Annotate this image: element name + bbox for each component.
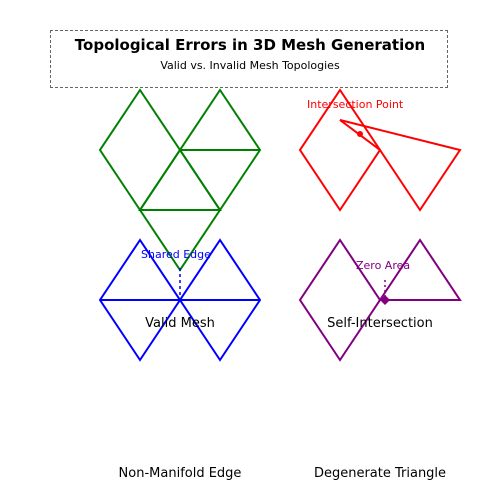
valid-mesh-figure — [98, 88, 262, 272]
non-manifold-right-diamond — [178, 238, 262, 362]
valid-mesh-left-diamond — [98, 88, 182, 212]
caption-degenerate-triangle: Degenerate Triangle — [313, 466, 447, 481]
self-intersection-figure — [298, 88, 462, 212]
intersection-point-marker — [357, 131, 363, 137]
caption-non-manifold-edge: Non-Manifold Edge — [118, 466, 242, 481]
shared-edge-label: Shared Edge — [141, 248, 211, 261]
caption-valid-mesh: Valid Mesh — [145, 316, 215, 331]
self-intersection-right-shape — [339, 119, 462, 212]
degenerate-figure — [298, 238, 462, 362]
diagram-title: Topological Errors in 3D Mesh Generation — [74, 36, 426, 54]
title-box — [50, 30, 448, 88]
degenerate-diamond — [298, 238, 382, 362]
zero-area-arrowhead — [380, 295, 390, 305]
caption-self-intersection: Self-Intersection — [327, 316, 433, 331]
valid-mesh-lower-triangle — [138, 148, 222, 211]
intersection-point-label: Intersection Point — [307, 98, 404, 111]
diagram-subtitle: Valid vs. Invalid Mesh Topologies — [160, 59, 340, 72]
zero-area-label: Zero Area — [356, 259, 411, 272]
degenerate-triangle — [378, 238, 462, 301]
non-manifold-figure — [98, 238, 262, 362]
non-manifold-left-diamond — [98, 238, 182, 362]
self-intersection-left-diamond — [298, 88, 382, 212]
valid-mesh-bottom-wedge — [139, 209, 221, 272]
